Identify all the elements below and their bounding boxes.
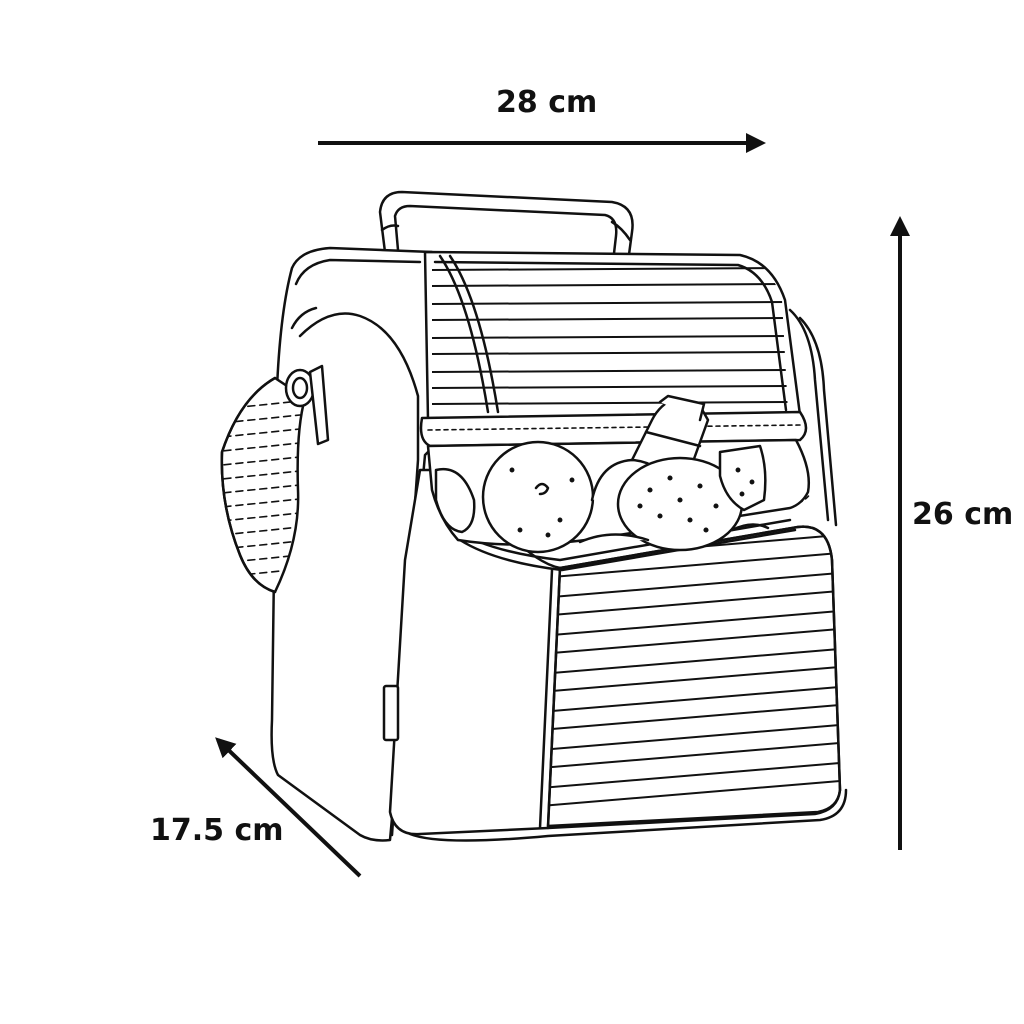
bread-bun [616, 456, 744, 552]
top-handle [378, 190, 634, 264]
width-label: 28 cm [496, 85, 598, 120]
side-tag [382, 684, 400, 742]
fruit-right-edge [730, 523, 770, 532]
fruit-left [434, 467, 476, 534]
shoulder-strap [220, 376, 307, 594]
lunch-bag-illustration [220, 190, 848, 842]
orange-fruit [481, 440, 595, 554]
zipper-edge [419, 410, 811, 544]
bag-right-edge-piping [798, 316, 838, 527]
strap-ring [284, 368, 316, 408]
bag-right-edge [788, 308, 830, 522]
lid-side-seam-inner [448, 254, 500, 414]
jar-right [718, 444, 767, 512]
bag-contents [434, 394, 770, 554]
height-label: 26 cm [912, 497, 1014, 532]
front-panel-outline [546, 525, 842, 828]
depth-label: 17.5 cm [150, 813, 284, 848]
front-stripes [548, 534, 840, 807]
strap-tab [308, 364, 330, 446]
depth-arrow [215, 737, 362, 878]
fruit-bottom [578, 533, 650, 544]
lid-side-seam [438, 254, 490, 414]
